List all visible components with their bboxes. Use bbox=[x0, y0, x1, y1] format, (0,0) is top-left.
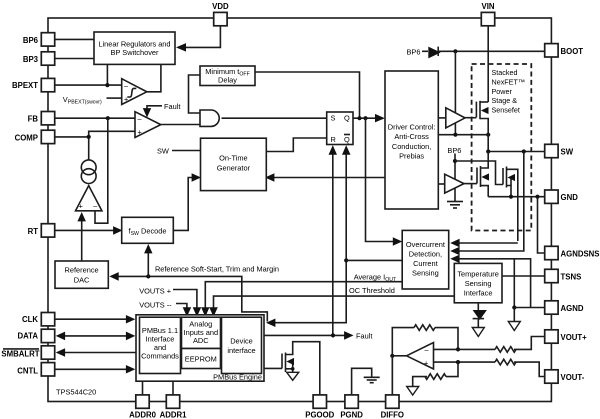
svg-text:DAC: DAC bbox=[74, 276, 90, 285]
svg-text:Minimum tOFF: Minimum tOFF bbox=[205, 67, 249, 78]
svg-text:BP3: BP3 bbox=[23, 55, 39, 64]
svg-text:Sensing: Sensing bbox=[465, 279, 492, 288]
svg-text:+: + bbox=[124, 95, 128, 104]
svg-text:PGND: PGND bbox=[340, 410, 363, 419]
svg-text:ADC: ADC bbox=[193, 336, 209, 345]
svg-text:BP6: BP6 bbox=[23, 36, 39, 45]
svg-text:Prebias: Prebias bbox=[399, 151, 424, 160]
svg-text:COMP: COMP bbox=[15, 133, 38, 142]
svg-text:SMBALRT: SMBALRT bbox=[1, 349, 39, 358]
svg-text:+: + bbox=[138, 128, 142, 137]
svg-text:FB: FB bbox=[28, 115, 39, 124]
svg-text:fSW Decode: fSW Decode bbox=[129, 226, 167, 237]
svg-text:Device: Device bbox=[230, 336, 253, 345]
svg-text:OC Threshold: OC Threshold bbox=[349, 286, 395, 295]
svg-text:VOUTS --: VOUTS -- bbox=[139, 301, 172, 310]
svg-text:Q: Q bbox=[344, 135, 350, 144]
svg-text:AGND: AGND bbox=[561, 304, 584, 313]
svg-text:Overcurrent: Overcurrent bbox=[406, 240, 445, 249]
svg-text:Anti-Cross: Anti-Cross bbox=[394, 132, 429, 141]
svg-text:R: R bbox=[331, 135, 336, 144]
svg-text:BOOT: BOOT bbox=[561, 47, 584, 56]
svg-text:Fault: Fault bbox=[164, 102, 180, 111]
svg-text:–: – bbox=[425, 346, 429, 355]
svg-text:Power: Power bbox=[492, 87, 513, 96]
svg-text:Average IOUT: Average IOUT bbox=[354, 273, 397, 284]
svg-text:ADDR0: ADDR0 bbox=[129, 410, 157, 419]
svg-text:NexFET™: NexFET™ bbox=[492, 77, 526, 86]
svg-text:VOUT+: VOUT+ bbox=[561, 333, 588, 342]
svg-text:S: S bbox=[331, 114, 336, 123]
svg-text:Conduction,: Conduction, bbox=[392, 142, 431, 151]
svg-text:ADDR1: ADDR1 bbox=[160, 410, 188, 419]
svg-text:SW: SW bbox=[157, 147, 169, 156]
svg-text:GND: GND bbox=[561, 193, 579, 202]
svg-text:VIN: VIN bbox=[482, 2, 495, 11]
svg-text:Interface: Interface bbox=[464, 289, 493, 298]
svg-text:Commands: Commands bbox=[141, 351, 179, 360]
svg-text:Reference Soft-Start, Trim and: Reference Soft-Start, Trim and Margin bbox=[155, 265, 279, 274]
svg-text:PMBus 1.1: PMBus 1.1 bbox=[142, 326, 178, 335]
svg-text:Stacked: Stacked bbox=[492, 68, 518, 77]
svg-text:PGOOD: PGOOD bbox=[305, 410, 334, 419]
svg-text:PMBus Engine: PMBus Engine bbox=[213, 373, 262, 382]
svg-text:Analog: Analog bbox=[189, 319, 212, 328]
svg-text:Sensing: Sensing bbox=[412, 269, 439, 278]
svg-text:Detection,: Detection, bbox=[409, 249, 442, 258]
svg-text:Driver Control:: Driver Control: bbox=[388, 123, 436, 132]
svg-text:Fault: Fault bbox=[356, 332, 372, 341]
svg-text:Linear Regulators and: Linear Regulators and bbox=[99, 39, 171, 48]
svg-text:Interface: Interface bbox=[146, 334, 175, 343]
svg-text:Stage &: Stage & bbox=[492, 96, 518, 105]
svg-text:EEPROM: EEPROM bbox=[185, 355, 217, 364]
svg-text:–: – bbox=[138, 114, 142, 123]
svg-text:VOUTS +: VOUTS + bbox=[139, 287, 171, 296]
svg-text:+: + bbox=[79, 202, 83, 211]
svg-text:BPEXT: BPEXT bbox=[12, 81, 38, 90]
svg-text:Reference: Reference bbox=[65, 265, 99, 274]
svg-text:interface: interface bbox=[227, 346, 255, 355]
svg-text:DATA: DATA bbox=[18, 332, 39, 341]
svg-text:On-Time: On-Time bbox=[219, 153, 247, 162]
svg-text:Generator: Generator bbox=[217, 164, 251, 173]
svg-text:TSNS: TSNS bbox=[561, 273, 582, 282]
svg-text:Q: Q bbox=[344, 114, 350, 123]
svg-text:VOUT-: VOUT- bbox=[561, 373, 585, 382]
svg-text:TPS544C20: TPS544C20 bbox=[56, 388, 96, 397]
svg-text:BP6: BP6 bbox=[407, 47, 421, 56]
svg-text:AGNDSNS: AGNDSNS bbox=[561, 250, 600, 259]
svg-text:Current: Current bbox=[413, 259, 438, 268]
svg-text:BP Switchover: BP Switchover bbox=[111, 48, 159, 57]
svg-text:SW: SW bbox=[561, 148, 574, 157]
svg-text:CNTL: CNTL bbox=[17, 367, 38, 376]
svg-text:Temperature: Temperature bbox=[457, 269, 499, 278]
svg-text:VDD: VDD bbox=[212, 2, 229, 11]
svg-text:RT: RT bbox=[28, 227, 39, 236]
svg-text:Sensefet: Sensefet bbox=[492, 106, 520, 115]
svg-text:BP6: BP6 bbox=[447, 146, 461, 155]
svg-text:–: – bbox=[93, 201, 97, 210]
svg-text:DIFFO: DIFFO bbox=[381, 410, 404, 419]
svg-text:VPBEXT(swovr): VPBEXT(swovr) bbox=[63, 95, 102, 106]
svg-text:Delay: Delay bbox=[218, 76, 237, 85]
svg-text:–: – bbox=[124, 81, 128, 90]
svg-text:Inputs and: Inputs and bbox=[184, 328, 219, 337]
svg-text:and: and bbox=[154, 343, 166, 352]
svg-text:+: + bbox=[424, 359, 428, 368]
svg-text:CLK: CLK bbox=[22, 315, 38, 324]
